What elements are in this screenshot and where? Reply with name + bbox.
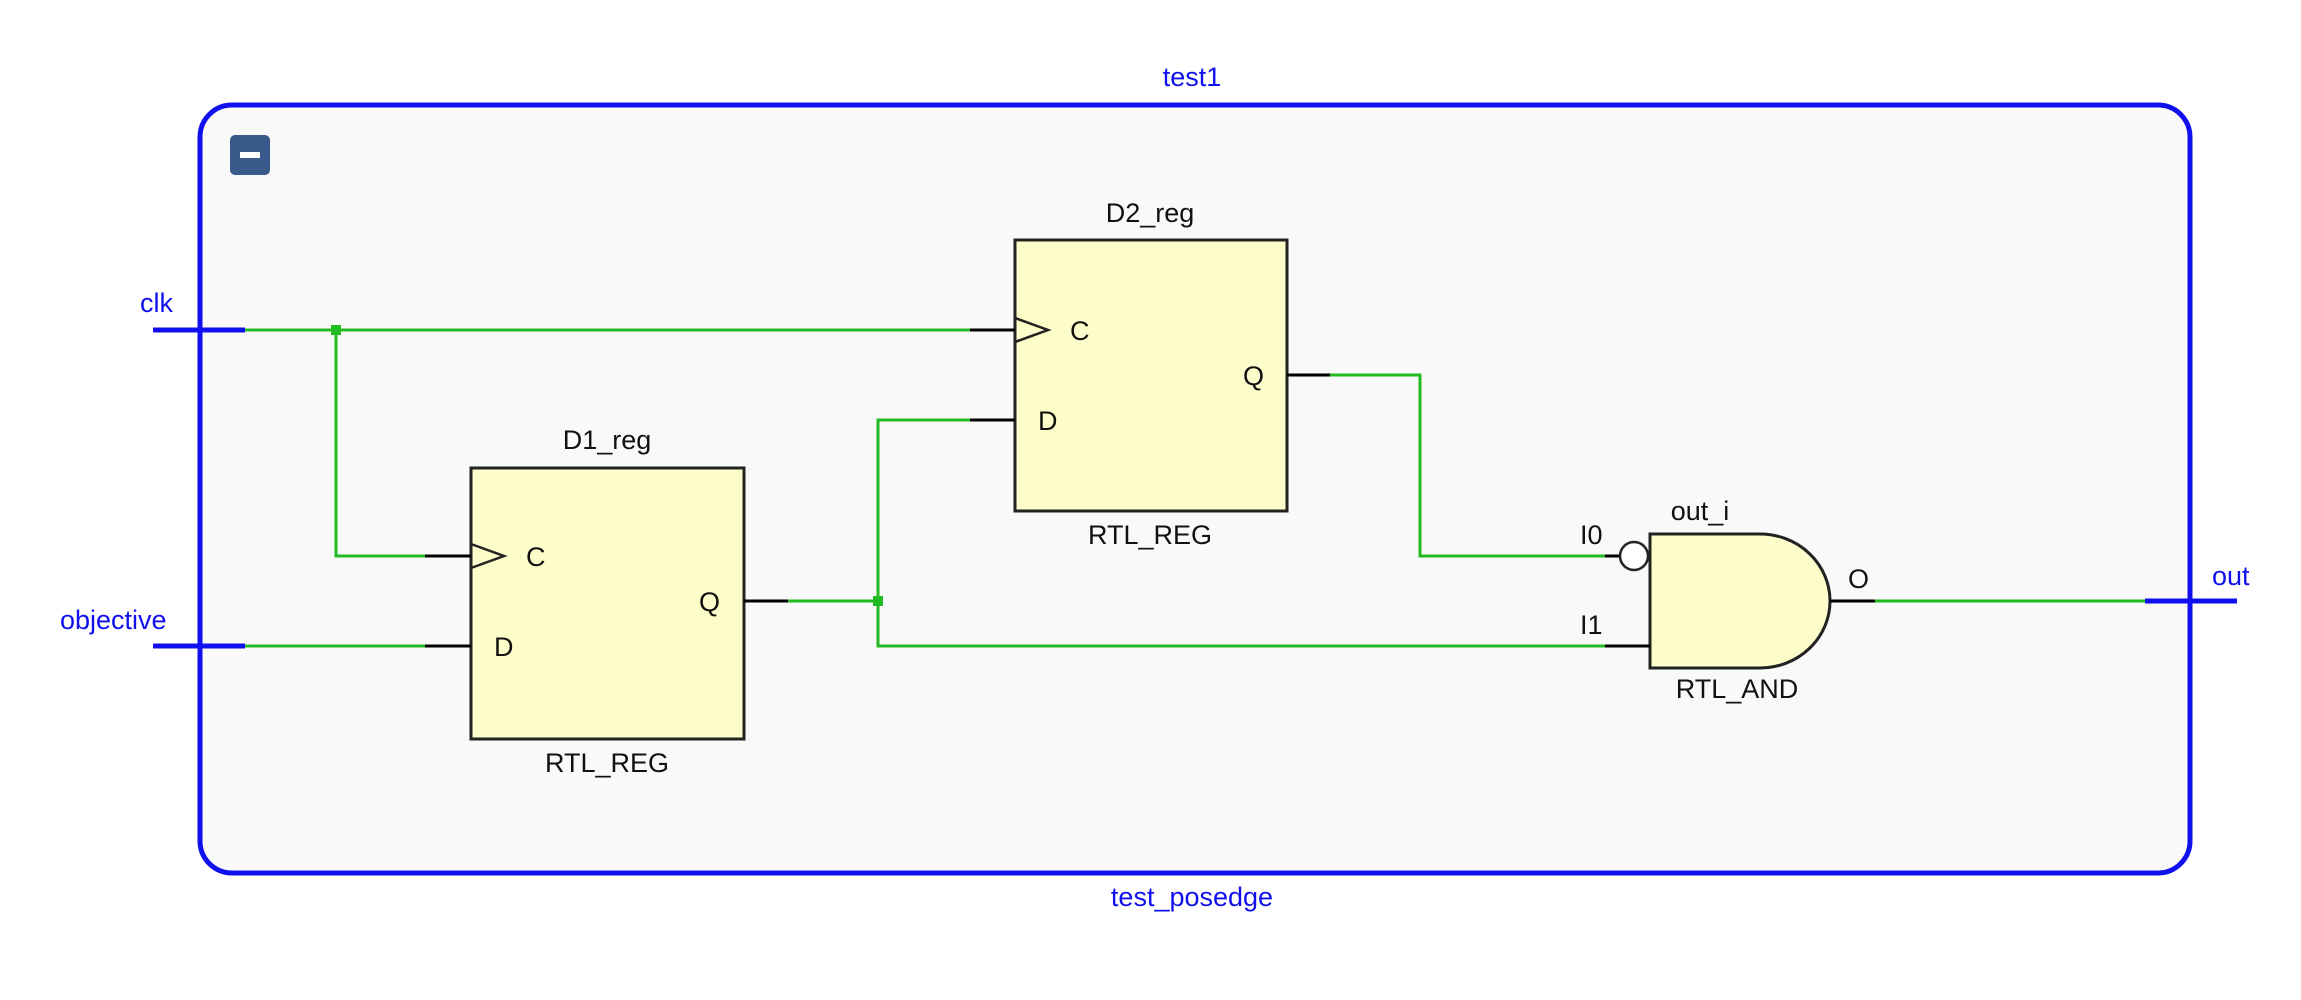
- port-objective-label: objective: [60, 605, 167, 635]
- cell-d2-name: D2_reg: [1106, 198, 1195, 228]
- net-d2q-to-and-i0[interactable]: [1330, 373, 1605, 558]
- cell-d2-pin-q: Q: [1243, 361, 1264, 391]
- cell-d2-type: RTL_REG: [1088, 520, 1212, 550]
- cell-and-pin-i0: I0: [1580, 520, 1603, 550]
- junction-dot: [331, 325, 341, 335]
- port-clk-label: clk: [140, 288, 173, 318]
- cell-d2-pin-d: D: [1038, 406, 1058, 436]
- port-objective[interactable]: objective: [60, 605, 245, 649]
- net-d1q-to-and-i1[interactable]: [876, 601, 1605, 648]
- cell-d2-reg[interactable]: D2_reg C D Q RTL_REG: [970, 198, 1330, 550]
- junction-dot: [873, 596, 883, 606]
- collapse-button[interactable]: [230, 135, 270, 175]
- cell-and-pin-i1: I1: [1580, 610, 1603, 640]
- cell-d1-pin-d: D: [494, 632, 514, 662]
- module-name: test_posedge: [1111, 882, 1273, 912]
- cell-and-name: out_i: [1671, 496, 1730, 526]
- cell-d1-name: D1_reg: [563, 425, 652, 455]
- cell-d1-type: RTL_REG: [545, 748, 669, 778]
- cell-and-pin-o: O: [1848, 564, 1869, 594]
- minus-icon: [240, 152, 260, 158]
- cell-d1-pin-c: C: [526, 542, 546, 572]
- cell-and-gate[interactable]: out_i I0 I1 O RTL_AND: [1580, 496, 1875, 704]
- cell-and-type: RTL_AND: [1676, 674, 1799, 704]
- net-clk-to-d1[interactable]: [334, 330, 425, 558]
- net-d1q-to-d2d[interactable]: [876, 418, 970, 601]
- inverter-bubble-icon: [1618, 540, 1650, 572]
- cell-d1-reg[interactable]: D1_reg C D Q RTL_REG: [425, 425, 788, 778]
- port-out-label: out: [2212, 561, 2250, 591]
- clock-triangle-icon: [1014, 316, 1052, 344]
- and-gate-icon: [1648, 532, 1832, 670]
- clock-triangle-icon: [470, 542, 508, 570]
- cell-d1-pin-q: Q: [699, 587, 720, 617]
- module-instance-name: test1: [1163, 62, 1222, 92]
- cell-d2-pin-c: C: [1070, 316, 1090, 346]
- port-clk[interactable]: clk: [140, 288, 245, 333]
- port-out[interactable]: out: [2145, 561, 2250, 604]
